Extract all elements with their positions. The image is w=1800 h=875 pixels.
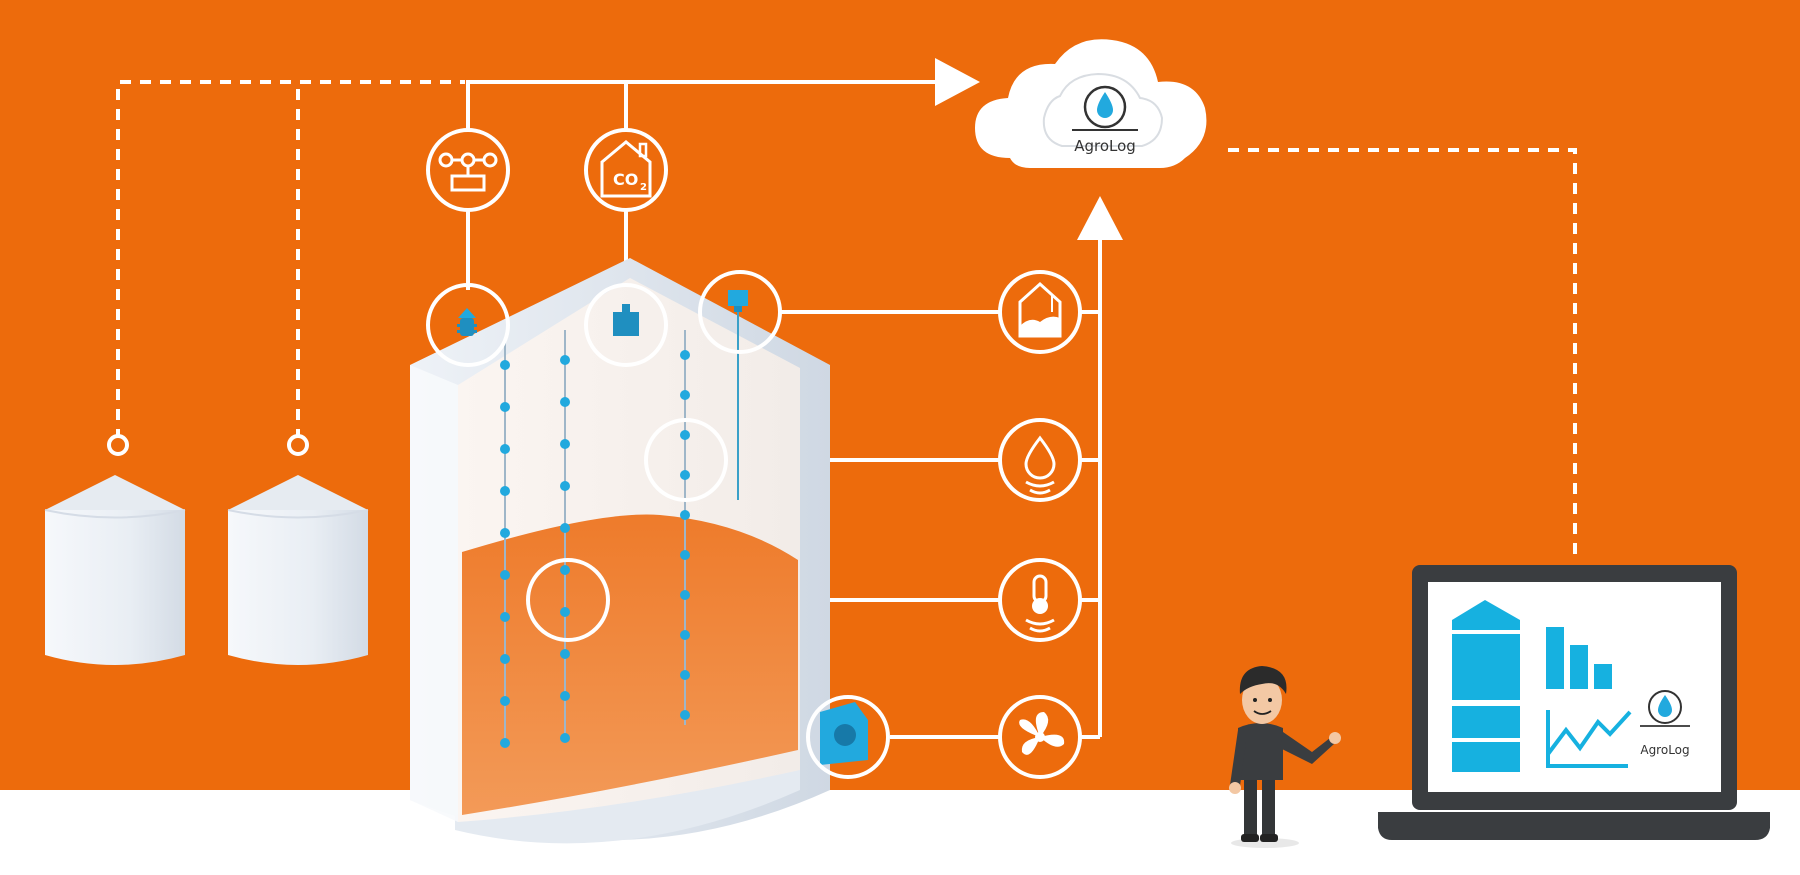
- screen-agrolog-logo: AgroLog: [1640, 690, 1690, 757]
- weather-station-device: [457, 308, 477, 336]
- sensor-dot: [680, 590, 690, 600]
- sensor-dot: [500, 570, 510, 580]
- sensor-dot: [500, 612, 510, 622]
- co2-subscript: 2: [640, 182, 647, 193]
- sensor-dot: [560, 481, 570, 491]
- circle-co2-device: [584, 283, 668, 367]
- sensor-dot: [560, 691, 570, 701]
- sensor-dot: [560, 397, 570, 407]
- sensor-dot: [680, 430, 690, 440]
- sensor-dot: [680, 350, 690, 360]
- line-weather-to-cloud: [466, 80, 935, 290]
- sensor-dot: [500, 444, 510, 454]
- circle-temperature-sensor-point: [526, 558, 610, 642]
- sensor-dot: [680, 550, 690, 560]
- sensor-dot: [560, 439, 570, 449]
- sensor-dot: [500, 528, 510, 538]
- connector-node-silo-1: [107, 434, 129, 456]
- grain-fill: [462, 514, 798, 815]
- sensor-dot: [560, 565, 570, 575]
- circle-weather-device: [426, 283, 510, 367]
- circle-level-device: [698, 270, 782, 354]
- screen-bar-chart: [1546, 627, 1612, 689]
- co2-sensor-device: [613, 304, 639, 336]
- sensor-dot: [500, 360, 510, 370]
- level-sensor-device: [728, 290, 748, 312]
- sensor-dot: [680, 630, 690, 640]
- small-silo-2: [227, 475, 369, 665]
- sensor-dot: [680, 470, 690, 480]
- sensor-dot: [500, 738, 510, 748]
- dashed-line-silo-1: [116, 80, 465, 440]
- sensor-dot: [560, 607, 570, 617]
- circle-moisture-sensor-point: [644, 418, 728, 502]
- sensor-dot: [680, 510, 690, 520]
- weather-station-icon: [426, 128, 510, 212]
- sensor-dot: [500, 486, 510, 496]
- arrow-to-cloud: [935, 58, 980, 106]
- sensor-dots: [500, 350, 690, 748]
- sensor-dot: [500, 696, 510, 706]
- laptop: AgroLog: [1378, 565, 1770, 840]
- sensor-dot: [680, 710, 690, 720]
- moisture-sensor-icon: [998, 418, 1082, 502]
- sensor-dot: [680, 390, 690, 400]
- cloud-brand-label: AgroLog: [1074, 137, 1136, 155]
- circle-fan-device: [806, 695, 890, 779]
- water-drop-icon: [1097, 92, 1113, 118]
- sensor-dot: [560, 523, 570, 533]
- fan-icon: [998, 695, 1082, 779]
- lines-to-bus: [1065, 310, 1100, 739]
- screen-silo-graphic: [1452, 600, 1520, 772]
- sensor-dot: [500, 402, 510, 412]
- screen-line-chart: [1546, 710, 1632, 768]
- sensor-dot: [500, 654, 510, 664]
- fan-device: [820, 702, 868, 765]
- arrow-up-to-cloud: [1077, 196, 1123, 240]
- sensor-dot: [560, 355, 570, 365]
- level-measurement-icon: [998, 270, 1082, 354]
- highlight-circles: [426, 270, 890, 779]
- laptop-base: [1378, 812, 1770, 840]
- dashed-line-cloud-to-laptop: [1228, 148, 1577, 560]
- agrolog-cloud: AgroLog: [975, 39, 1207, 168]
- sensor-dot: [560, 649, 570, 659]
- dashed-connectors: [116, 80, 1577, 560]
- temperature-sensor-icon: [998, 558, 1082, 642]
- main-silo: [410, 258, 830, 844]
- sensor-dot: [680, 670, 690, 680]
- screen-brand-label: AgroLog: [1640, 743, 1689, 757]
- co2-sensor-icon: CO 2: [584, 128, 668, 212]
- co2-label: CO: [613, 170, 638, 189]
- sensor-dot: [560, 733, 570, 743]
- connector-node-silo-2: [287, 434, 309, 456]
- small-silo-1: [44, 475, 186, 665]
- person-figure: [1229, 666, 1341, 848]
